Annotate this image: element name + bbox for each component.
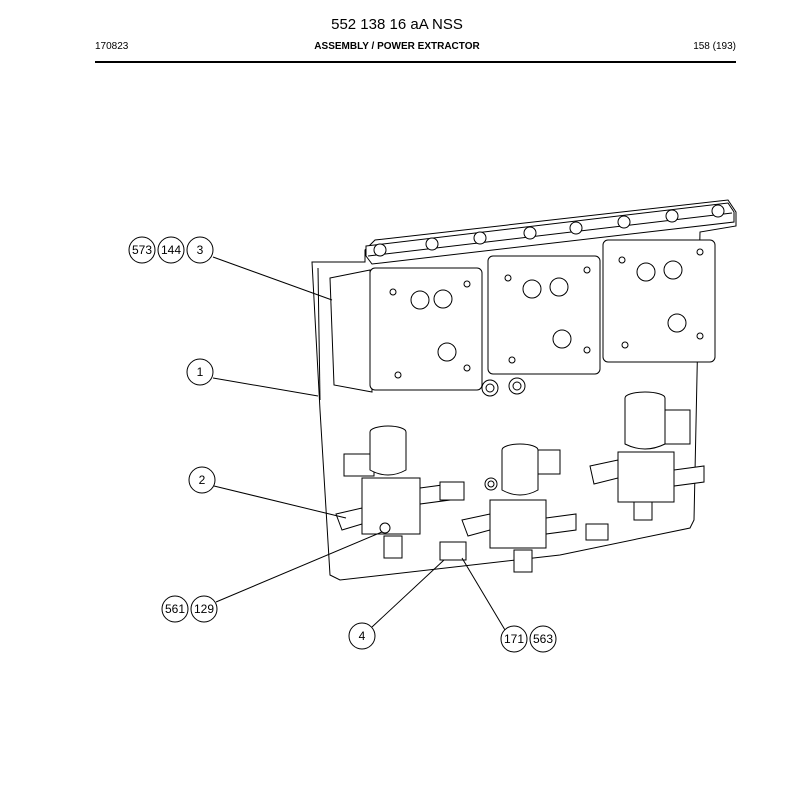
enclosure-box [329,267,483,393]
svg-text:563: 563 [533,632,553,646]
solenoid-valve-left [335,425,465,559]
callout-1: 1 [186,358,214,386]
callout-561: 561 [161,595,189,623]
document-number: 170823 [95,41,129,52]
leader-lines [212,256,506,631]
section-title: ASSEMBLY / POWER EXTRACTOR [314,41,480,52]
svg-text:129: 129 [194,602,214,616]
callout-129: 129 [190,595,218,623]
solenoid-valve-middle [439,443,609,573]
callout-573: 573 [128,236,156,264]
callout-144: 144 [157,236,185,264]
page-number: 158 (193) [693,41,736,52]
document-title: 552 138 16 aA NSS [331,16,463,33]
svg-text:144: 144 [161,243,181,257]
enclosure-box-middle [487,255,601,375]
enclosure-box-right [602,239,716,363]
callout-4: 4 [348,622,376,650]
svg-text:561: 561 [165,602,185,616]
svg-text:1: 1 [197,365,204,379]
callout-563: 563 [529,625,557,653]
callout-2: 2 [188,466,216,494]
svg-text:2: 2 [199,473,206,487]
svg-text:3: 3 [197,243,204,257]
callout-3: 3 [186,236,214,264]
solenoid-valve-right [589,391,705,521]
callout-171: 171 [500,625,528,653]
svg-text:4: 4 [359,629,366,643]
top-rail [365,202,735,265]
svg-text:573: 573 [132,243,152,257]
header-rule [95,61,736,63]
svg-text:171: 171 [504,632,524,646]
